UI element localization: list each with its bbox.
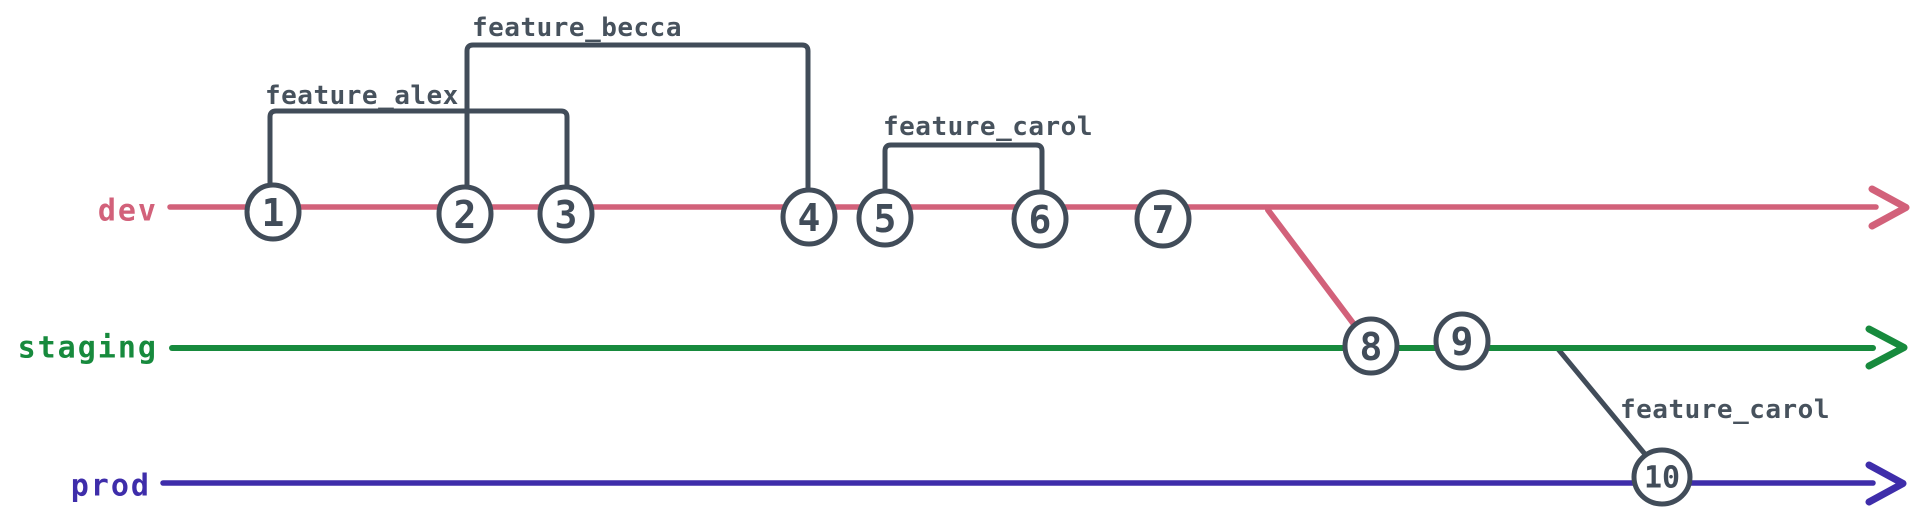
commit-circle-icon [436,184,494,244]
merge-line-dev-to-staging [1265,207,1362,334]
commit-circle-icon [1433,311,1491,371]
commit-number: 8 [1360,325,1383,369]
commit-number: 7 [1152,198,1175,242]
commit-node: 6 [1011,189,1069,249]
commit-circle-icon [1631,447,1693,507]
bracket-carol-path [882,142,1045,196]
commit-number: 6 [1029,198,1052,242]
commit-number: 9 [1451,320,1474,364]
branch-label-prod: prod [71,469,151,504]
commit-node: 8 [1342,316,1400,376]
feature-bracket-becca [464,42,811,194]
commit-node: 10 [1631,447,1693,507]
commit-node: 1 [244,182,302,242]
commit-number: 3 [555,193,578,237]
prod-arrowhead-icon [1865,461,1907,506]
commit-circle-icon [1011,189,1069,249]
commit-node: 3 [537,184,595,244]
dev-arrowhead-icon [1868,185,1910,230]
commit-node: 7 [1134,189,1192,249]
commit-nodes: 1 2 3 4 5 6 7 8 9 10 [244,182,1693,507]
commit-number: 10 [1644,461,1680,496]
feature-label-carol-merge: feature_carol [1620,395,1830,425]
commit-circle-icon [537,184,595,244]
feature-label-becca: feature_becca [472,13,682,43]
commit-node: 9 [1433,311,1491,371]
commit-number: 1 [262,191,285,235]
merge-line-staging-to-prod [1555,346,1652,462]
commit-node: 4 [780,187,838,247]
bracket-alex-path [267,108,570,191]
commit-circle-icon [856,188,914,248]
commit-number: 2 [454,193,477,237]
bracket-becca-path [464,42,811,194]
commit-node: 2 [436,184,494,244]
commit-circle-icon [780,187,838,247]
branch-label-dev: dev [98,194,158,229]
staging-arrowhead-icon [1865,325,1908,370]
feature-label-alex: feature_alex [265,81,459,111]
commit-number: 4 [798,196,821,240]
commit-circle-icon [1342,316,1400,376]
commit-circle-icon [244,182,302,242]
feature-bracket-carol [882,142,1045,196]
feature-label-carol: feature_carol [883,112,1093,142]
commit-node: 5 [856,188,914,248]
branch-label-staging: staging [18,331,158,366]
commit-circle-icon [1134,189,1192,249]
feature-bracket-alex [267,108,570,191]
commit-number: 5 [874,197,897,241]
